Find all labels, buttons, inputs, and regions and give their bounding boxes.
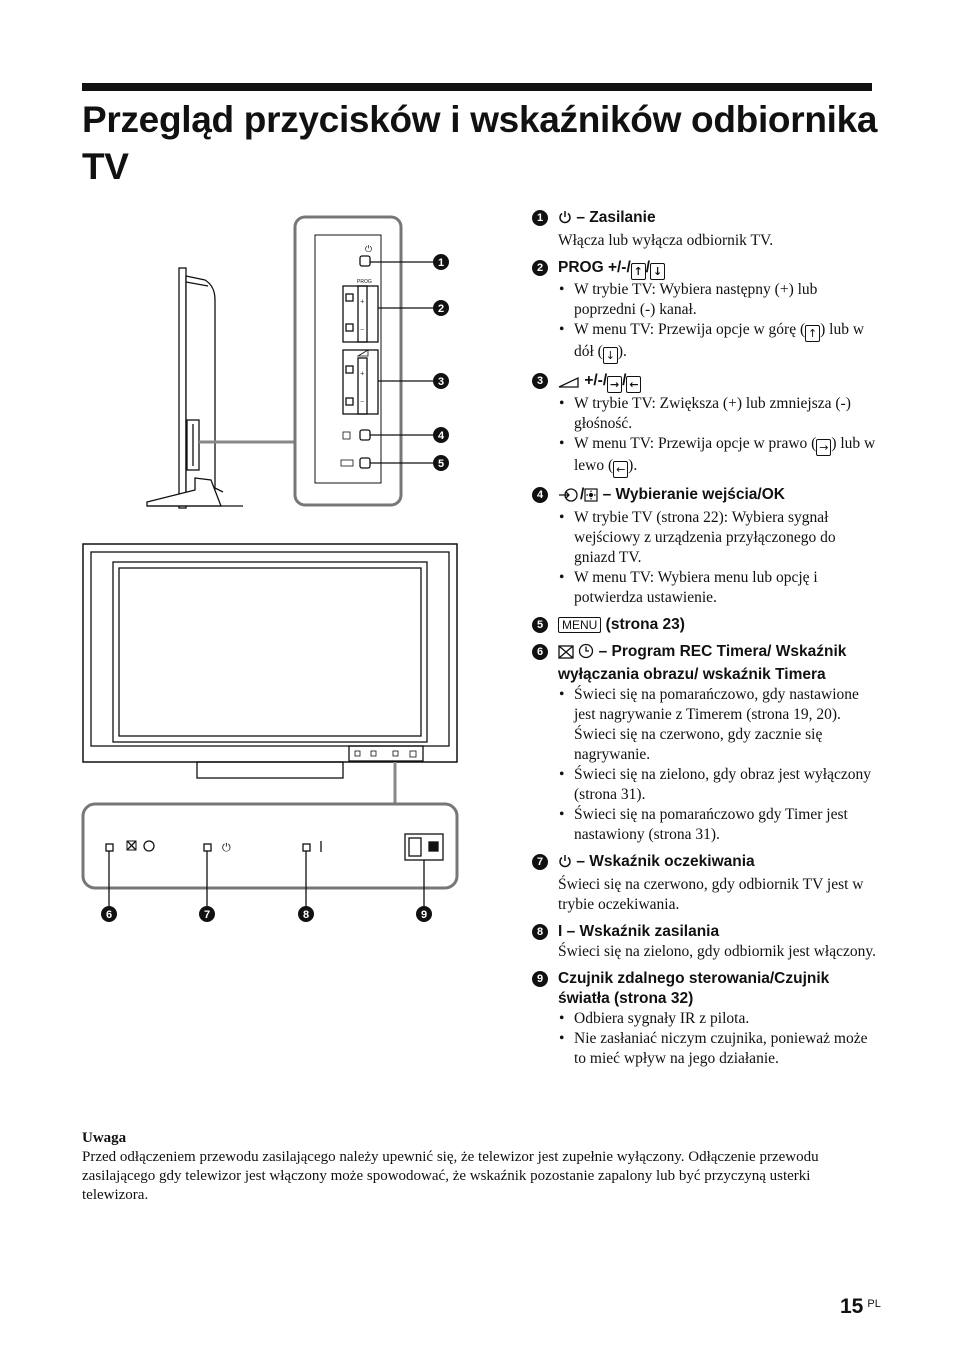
svg-text:6: 6 (106, 909, 112, 921)
power-icon (558, 210, 572, 231)
svg-text:7: 7 (204, 909, 210, 921)
callout-7: 7 (199, 906, 215, 922)
callout-9: 9 (416, 906, 432, 922)
svg-text:3: 3 (438, 376, 444, 388)
item-1: 1 – Zasilanie Włącza lub wyłącza odbiorn… (532, 208, 877, 251)
svg-text:⏻: ⏻ (365, 244, 372, 255)
callout-2: 2 (433, 300, 449, 316)
svg-text:−: − (360, 325, 365, 334)
arrow-left-icon: ← (613, 461, 629, 478)
picture-off-icon (558, 645, 574, 665)
callout-5: 5 (433, 455, 449, 471)
timer-icon (578, 643, 594, 665)
callout-1: 1 (433, 254, 449, 270)
volume-icon (558, 374, 580, 394)
note-heading: Uwaga (82, 1130, 127, 1146)
svg-text:PROG: PROG (357, 279, 372, 285)
arrow-up-icon: ↑ (805, 325, 821, 342)
tv-diagram: ⏻ PROG + − + − (81, 215, 459, 922)
svg-text:5: 5 (438, 458, 444, 470)
item-5: 5 MENU (strona 23) (532, 615, 877, 635)
item-3: 3 +/-/→/← W trybie TV: Zwiększa (+) lub … (532, 371, 877, 478)
callout-4: 4 (433, 427, 449, 443)
item-9: 9 Czujnik zdalnego sterowania/Czujnik św… (532, 969, 877, 1069)
item-6: 6 – Program REC Timera/ Wskaźnik wyłącza… (532, 642, 877, 845)
ok-icon (584, 488, 598, 508)
tv-front-view (82, 543, 458, 779)
item-4: 4 / – Wybieranie wejścia/OK W trybie TV … (532, 485, 877, 608)
note-text: Przed odłączeniem przewodu zasilającego … (82, 1149, 819, 1203)
callout-6: 6 (101, 906, 117, 922)
svg-text:+: + (360, 369, 365, 378)
callout-3: 3 (433, 373, 449, 389)
page-title: Przegląd przycisków i wskaźników odbiorn… (82, 99, 878, 187)
item-8: 8 I – Wskaźnik zasilania Świeci się na z… (532, 922, 877, 962)
item-2: 2 PROG +/-/↑/↓ W trybie TV: Wybiera nast… (532, 258, 877, 364)
front-panel-zoom: ⏻ (81, 802, 459, 906)
arrow-right-icon: → (816, 439, 832, 456)
svg-text:−: − (360, 397, 365, 406)
arrow-right-icon: → (607, 376, 623, 393)
arrow-down-icon: ↓ (650, 263, 666, 280)
item-7: 7 – Wskaźnik oczekiwania Świeci się na c… (532, 852, 877, 915)
svg-text:8: 8 (303, 909, 309, 921)
svg-text:⏻: ⏻ (222, 841, 231, 854)
tv-side-view (146, 267, 243, 509)
standby-icon (558, 854, 572, 875)
svg-text:1: 1 (438, 257, 444, 269)
note-block: Uwaga Przed odłączeniem przewodu zasilaj… (82, 1129, 874, 1205)
side-panel-zoom: ⏻ PROG + − + − (293, 215, 433, 507)
title-rule (82, 83, 872, 91)
svg-text:+: + (360, 297, 365, 306)
arrow-up-icon: ↑ (630, 263, 646, 280)
svg-text:4: 4 (438, 430, 445, 442)
svg-text:2: 2 (438, 303, 444, 315)
menu-key-icon: MENU (558, 617, 602, 633)
callout-8: 8 (298, 906, 314, 922)
svg-text:9: 9 (421, 909, 427, 921)
item-descriptions: 1 – Zasilanie Włącza lub wyłącza odbiorn… (532, 208, 877, 1076)
input-select-icon (558, 488, 580, 508)
arrow-left-icon: ← (626, 376, 642, 393)
arrow-down-icon: ↓ (602, 347, 618, 364)
